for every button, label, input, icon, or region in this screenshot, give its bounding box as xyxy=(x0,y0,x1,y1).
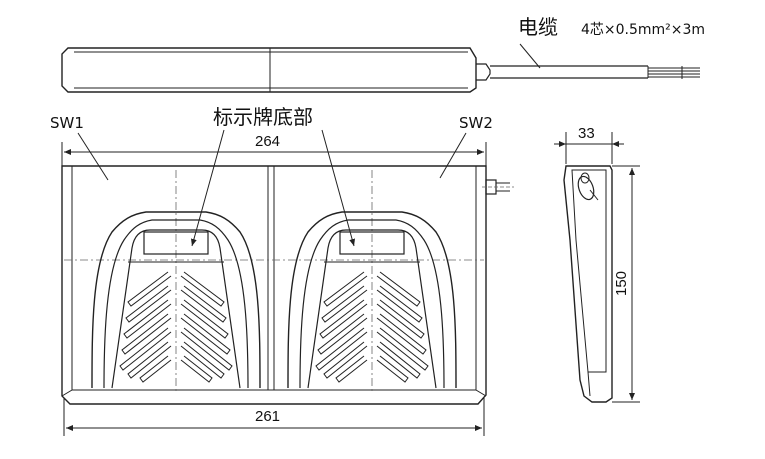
dimension-33: 33 xyxy=(554,125,624,164)
dimension-150-label: 150 xyxy=(613,271,630,296)
dimension-33-label: 33 xyxy=(578,125,595,142)
pedal-left xyxy=(91,211,261,389)
dimension-261: 261 xyxy=(63,398,485,436)
dimension-150: 150 xyxy=(612,165,640,403)
dimension-264: 264 xyxy=(61,133,487,168)
nameplate-right xyxy=(339,231,405,255)
dimension-264-label: 264 xyxy=(255,133,280,150)
sw2-label: SW2 xyxy=(459,114,493,132)
nameplate-label: 标示牌底部 xyxy=(213,105,313,129)
top-view xyxy=(61,43,700,93)
dimension-261-label: 261 xyxy=(255,408,280,425)
nameplate-left xyxy=(143,231,209,255)
sw1-label: SW1 xyxy=(50,114,84,132)
cable-label: 电缆 xyxy=(518,15,558,39)
pedal-right xyxy=(287,211,457,389)
cable-spec-label: 4芯×0.5mm²×3m xyxy=(581,22,705,38)
cable xyxy=(476,43,700,81)
connector xyxy=(482,179,514,195)
front-view xyxy=(61,129,514,405)
side-view xyxy=(563,165,613,403)
